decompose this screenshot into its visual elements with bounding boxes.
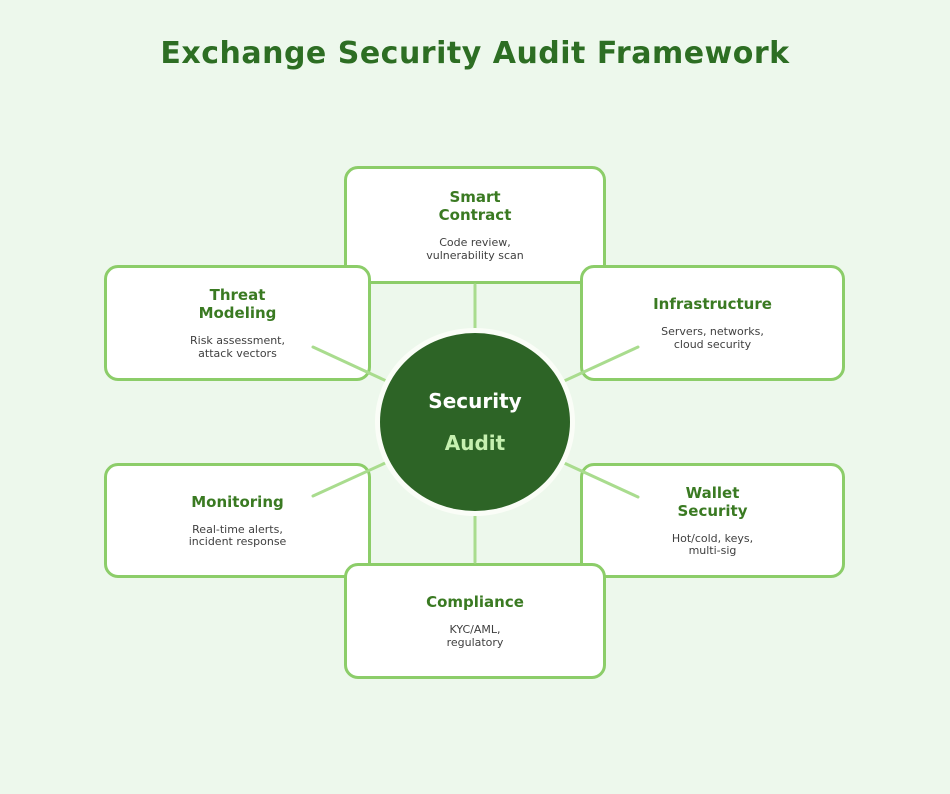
node-title-infrastructure: Infrastructure xyxy=(653,295,772,313)
center-node-title-line1: Security xyxy=(428,389,522,413)
node-threat-modeling: Threat Modeling Risk assessment, attack … xyxy=(104,265,371,381)
node-subtitle-smart-contract: Code review, vulnerability scan xyxy=(426,236,524,262)
node-subtitle-monitoring: Real-time alerts, incident response xyxy=(188,522,287,548)
node-infrastructure: Infrastructure Servers, networks, cloud … xyxy=(580,265,845,381)
node-compliance: Compliance KYC/AML, regulatory xyxy=(344,563,606,679)
node-subtitle-infrastructure: Servers, networks, cloud security xyxy=(661,325,764,351)
node-smart-contract: Smart Contract Code review, vulnerabilit… xyxy=(344,166,606,284)
node-monitoring: Monitoring Real-time alerts, incident re… xyxy=(104,463,371,578)
center-node-security-audit: Security Audit xyxy=(375,328,575,516)
node-title-monitoring: Monitoring xyxy=(191,492,284,511)
node-title-compliance: Compliance xyxy=(426,593,524,611)
node-title-threat-modeling: Threat Modeling xyxy=(198,286,277,322)
node-subtitle-threat-modeling: Risk assessment, attack vectors xyxy=(190,334,285,360)
node-wallet-security: Wallet Security Hot/cold, keys, multi-si… xyxy=(580,463,845,578)
node-subtitle-wallet-security: Hot/cold, keys, multi-sig xyxy=(671,531,754,557)
page-title: Exchange Security Audit Framework xyxy=(160,36,790,71)
center-node-title-line2: Audit xyxy=(444,431,506,455)
node-title-smart-contract: Smart Contract xyxy=(438,188,512,224)
node-subtitle-compliance: KYC/AML, regulatory xyxy=(446,623,504,649)
node-title-wallet-security: Wallet Security xyxy=(677,483,748,520)
